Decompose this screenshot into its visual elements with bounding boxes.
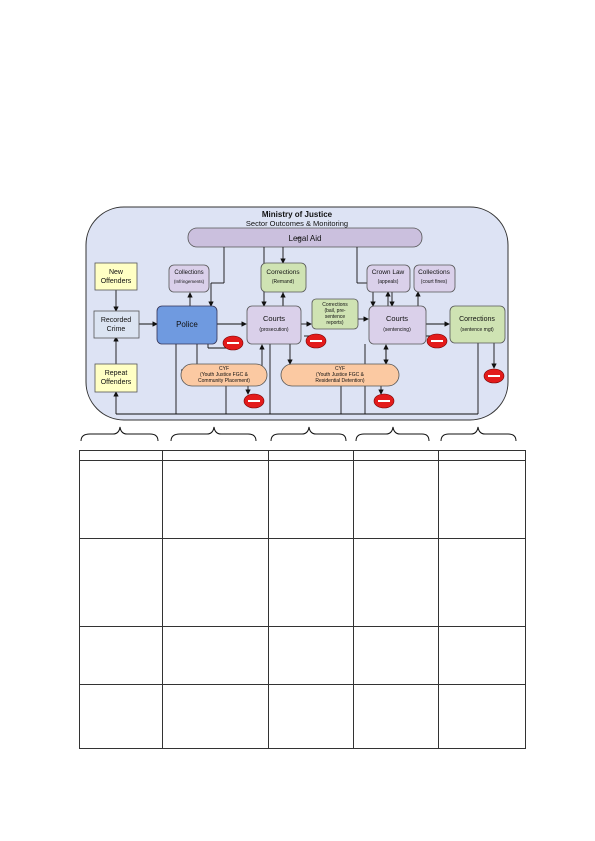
collections-infringements-label: Collections(Infringements): [174, 270, 205, 284]
table-cell: [79, 460, 163, 539]
collections-court-fines-label: Collections(court fines): [418, 269, 451, 285]
table-cell: [438, 460, 526, 539]
table-cell: [268, 538, 354, 627]
table-row: [79, 538, 526, 627]
table-cell: [438, 684, 526, 749]
table-cell: [353, 460, 439, 539]
table-header-cell: [162, 450, 269, 461]
table-cell: [162, 460, 269, 539]
table-cell: [353, 538, 439, 627]
table-cell: [79, 684, 163, 749]
crown-law-label: Crown Law(appeals): [372, 269, 405, 285]
justice-sector-diagram: Ministry of Justice Sector Outcomes & Mo…: [80, 206, 517, 442]
table-cell: [268, 684, 354, 749]
brace: [80, 426, 159, 442]
table-header-cell: [438, 450, 526, 461]
brace: [355, 426, 430, 442]
police-label: Police: [176, 320, 198, 329]
table-header-row: [79, 450, 526, 461]
table-cell: [353, 626, 439, 685]
brace: [440, 426, 517, 442]
corrections-bail-box: [311, 298, 359, 330]
repeat-offenders-box: [94, 363, 138, 393]
recorded-crime-box: [93, 310, 140, 339]
corrections-sentence-label: Corrections(sentence mgt): [459, 316, 495, 333]
table-cell: [353, 684, 439, 749]
diagram-title: Ministry of Justice: [262, 210, 333, 219]
cyf-community-box: [180, 363, 268, 387]
table-cell: [79, 538, 163, 627]
courts-sentencing-box: [368, 305, 427, 345]
legal-aid-box: [187, 227, 423, 248]
courts-prosecution-label: Courts(prosecution): [259, 314, 289, 333]
table-row: [79, 626, 526, 685]
brace: [270, 426, 347, 442]
table-row: [79, 684, 526, 749]
brace: [170, 426, 257, 442]
table-header-cell: [353, 450, 439, 461]
table-cell: [438, 538, 526, 627]
table-header-cell: [268, 450, 354, 461]
cyf-residential-label: CYF(Youth Justice FGC &Residential Deten…: [315, 366, 365, 384]
table-cell: [268, 460, 354, 539]
legal-aid-label: Legal Aid: [289, 234, 322, 243]
corrections-sentence-box: [449, 305, 506, 344]
collections-infringements-box: [168, 264, 210, 293]
table-cell: [162, 538, 269, 627]
courts-prosecution-box: [246, 305, 302, 345]
collections-court-fines-box: [413, 264, 456, 293]
cyf-community-label: CYF(Youth Justice FGC &Community Placeme…: [198, 366, 250, 384]
table-cell: [162, 626, 269, 685]
table-cell: [268, 626, 354, 685]
outcomes-table: [79, 450, 526, 749]
table-cell: [79, 626, 163, 685]
courts-sentencing-label: Courts(sentencing): [383, 314, 411, 333]
table-header-cell: [79, 450, 163, 461]
crown-law-box: [366, 264, 411, 293]
police-box: [156, 305, 218, 345]
table-row: [79, 460, 526, 539]
cyf-residential-box: [280, 363, 400, 387]
corrections-remand-box: [260, 262, 307, 293]
diagram-subtitle: Sector Outcomes & Monitoring: [246, 219, 348, 228]
table-cell: [162, 684, 269, 749]
new-offenders-box: [94, 262, 138, 291]
corrections-remand-label: Corrections(Remand): [266, 269, 300, 285]
table-cell: [438, 626, 526, 685]
